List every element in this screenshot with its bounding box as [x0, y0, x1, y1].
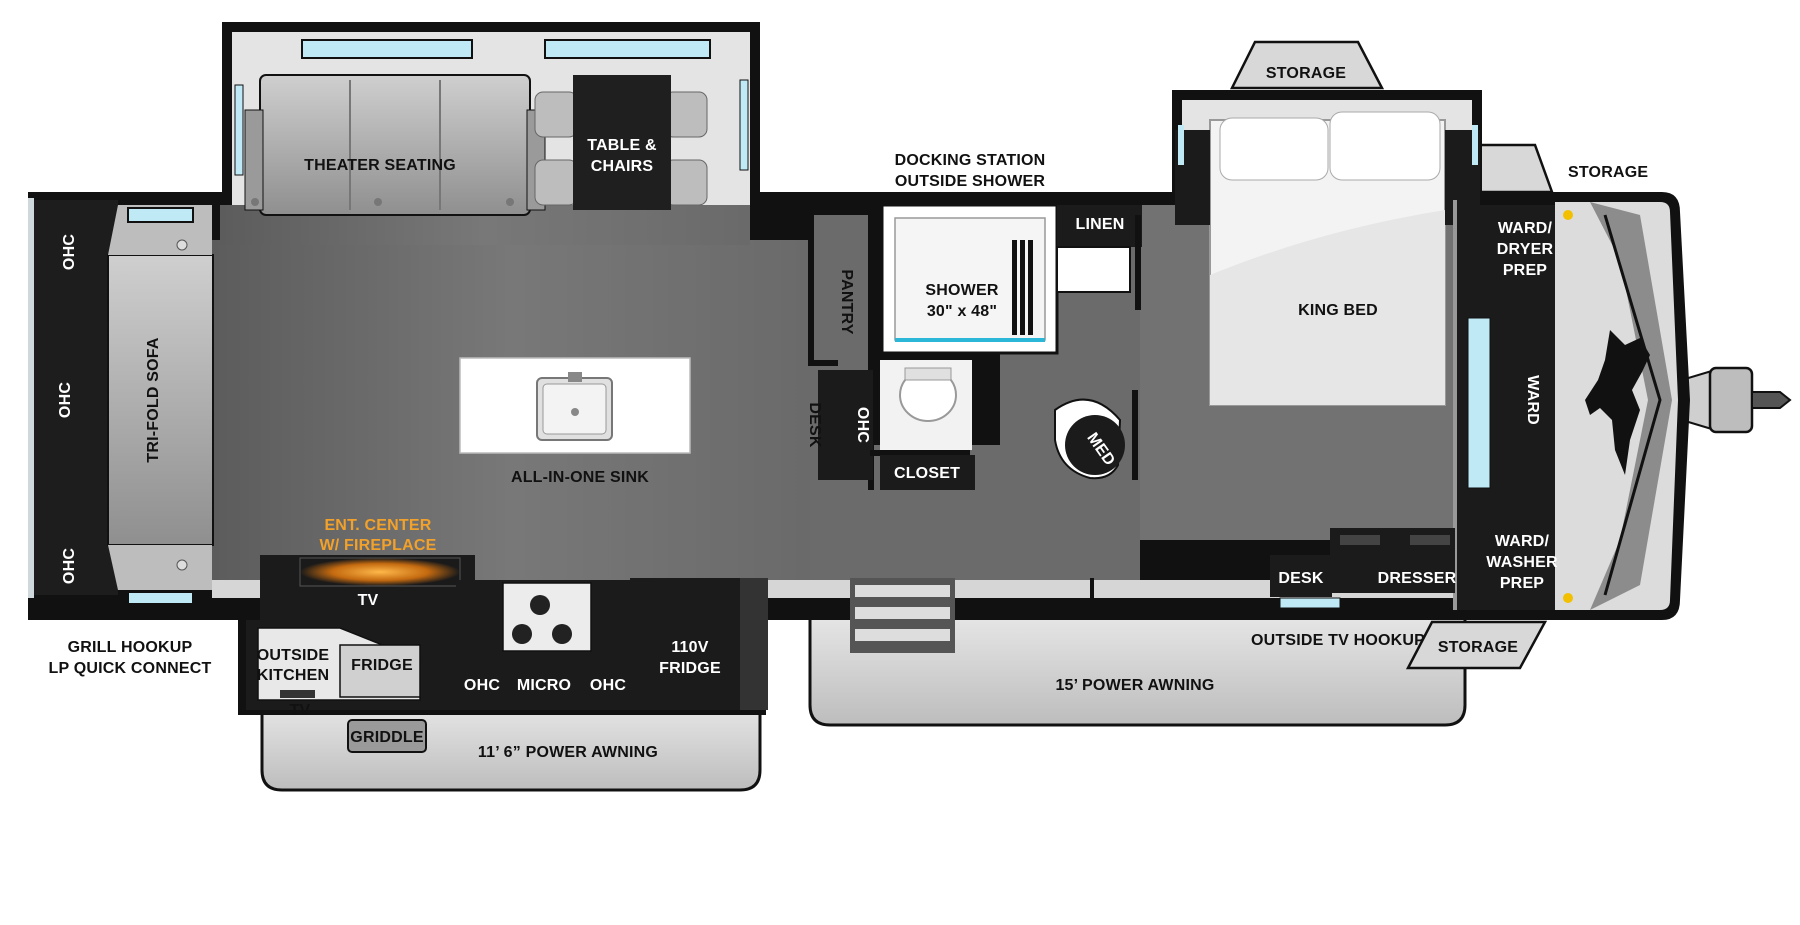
- label-outside-shower: OUTSIDE SHOWER: [895, 173, 1046, 190]
- griddle: [347, 719, 427, 753]
- dining-table: [573, 75, 671, 210]
- label-theater-seating: THEATER SEATING: [304, 157, 456, 174]
- label-desk-left: DESK: [806, 402, 823, 447]
- label-pantry: PANTRY: [838, 269, 855, 334]
- outside-fridge: [339, 644, 421, 698]
- med-cabinet: [1054, 390, 1138, 480]
- label-micro: MICRO: [517, 677, 571, 694]
- label-ward-washer: PREP: [1500, 575, 1544, 592]
- label-outside-kitchen: KITCHEN: [257, 667, 330, 684]
- label-ohc-rear-mid: OHC: [57, 382, 74, 418]
- label-lp-quick-connect: LP QUICK CONNECT: [49, 660, 212, 677]
- label-ohc-bath: OHC: [854, 407, 871, 443]
- label-110v-fridge: FRIDGE: [659, 660, 721, 677]
- label-table-chairs: TABLE &: [587, 137, 657, 154]
- label-all-in-one-sink: ALL-IN-ONE SINK: [511, 469, 649, 486]
- label-ohc-kitchen-1: OHC: [464, 677, 500, 694]
- label-linen: LINEN: [1076, 216, 1125, 233]
- label-ward-washer: WASHER: [1486, 554, 1558, 571]
- awning-right: [808, 613, 1467, 727]
- label-ward-dryer: WARD/: [1498, 220, 1553, 237]
- entry-steps: [850, 578, 955, 653]
- desk-right: [1270, 555, 1332, 597]
- label-table-chairs: CHAIRS: [591, 158, 654, 175]
- label-desk-right: DESK: [1278, 570, 1323, 587]
- label-tv-top: TV: [358, 592, 379, 609]
- burner-icon: [552, 624, 572, 644]
- label-awning-left: 11’ 6” POWER AWNING: [478, 744, 658, 761]
- rear-cabinet: [30, 200, 118, 595]
- window: [544, 39, 711, 59]
- burner-icon: [512, 624, 532, 644]
- label-storage-top: STORAGE: [1266, 65, 1346, 82]
- label-tri-fold-sofa: TRI-FOLD SOFA: [145, 337, 162, 463]
- label-shower: SHOWER: [925, 282, 998, 299]
- label-tv-bottom: TV: [290, 702, 311, 719]
- label-awning-right: 15’ POWER AWNING: [1055, 677, 1214, 694]
- label-storage-bottom: STORAGE: [1438, 639, 1518, 656]
- label-grill-hookup: GRILL HOOKUP: [68, 639, 193, 656]
- ward-washer-prep: [1455, 500, 1555, 610]
- cooktop: [502, 582, 592, 652]
- label-fireplace: W/ FIREPLACE: [319, 537, 436, 554]
- label-ohc-rear-bot: OHC: [61, 548, 78, 584]
- label-shower-size: 30" x 48": [927, 303, 997, 320]
- storage-bottom-tab: [1405, 620, 1548, 670]
- king-bed: [1209, 111, 1446, 406]
- label-dresser: DRESSER: [1378, 570, 1457, 587]
- horse-logo-icon: [1585, 330, 1650, 475]
- label-outside-kitchen: OUTSIDE: [257, 647, 330, 664]
- label-ohc-kitchen-2: OHC: [590, 677, 626, 694]
- label-storage-right: STORAGE: [1568, 164, 1648, 181]
- label-fridge: FRIDGE: [351, 657, 413, 674]
- label-ward-washer: WARD/: [1495, 533, 1550, 550]
- burner-icon: [530, 595, 550, 615]
- window: [301, 39, 473, 59]
- label-griddle: GRIDDLE: [350, 729, 424, 746]
- ward-dryer-prep: [1455, 205, 1555, 305]
- label-outside-tv-hookup: OUTSIDE TV HOOKUP: [1251, 632, 1425, 649]
- label-110v-fridge: 110V: [671, 639, 708, 656]
- label-king-bed: KING BED: [1298, 302, 1378, 319]
- storage-right-tab: [1476, 143, 1554, 194]
- tri-fold-sofa: [107, 254, 214, 546]
- label-ward-dryer: DRYER: [1497, 241, 1554, 258]
- label-ohc-rear-top: OHC: [61, 234, 78, 270]
- closet: [880, 455, 975, 490]
- linen-cabinet: [1057, 205, 1142, 247]
- label-ent-center: ENT. CENTER: [324, 517, 431, 534]
- label-docking-station: DOCKING STATION: [895, 152, 1046, 169]
- label-ward-dryer: PREP: [1503, 262, 1547, 279]
- label-ward: WARD: [1524, 375, 1541, 425]
- label-closet: CLOSET: [894, 465, 960, 482]
- bath-wall: [868, 200, 874, 490]
- storage-top-tab: [1229, 40, 1385, 90]
- toilet-icon: [899, 367, 957, 422]
- theater-seating: [259, 74, 531, 216]
